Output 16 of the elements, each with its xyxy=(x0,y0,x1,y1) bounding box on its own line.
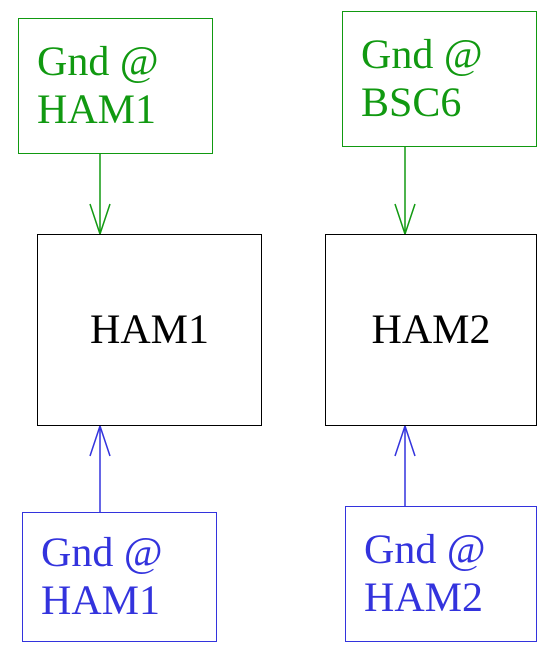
arrow xyxy=(394,425,416,506)
arrow xyxy=(394,147,416,235)
node-box xyxy=(37,234,262,426)
node-box xyxy=(22,512,217,642)
node-box xyxy=(342,11,537,147)
arrow xyxy=(89,154,111,235)
node-label: Gnd @ HAM1 xyxy=(37,38,160,134)
node-box xyxy=(18,18,213,154)
node-label: HAM1 xyxy=(90,306,209,354)
node-box xyxy=(345,506,537,642)
node-label: Gnd @ HAM2 xyxy=(364,526,487,622)
node-label: Gnd @ BSC6 xyxy=(361,30,484,128)
node-label: HAM2 xyxy=(371,306,490,354)
node-box xyxy=(325,234,537,426)
arrow xyxy=(89,425,111,512)
node-label: Gnd @ HAM1 xyxy=(41,528,164,626)
